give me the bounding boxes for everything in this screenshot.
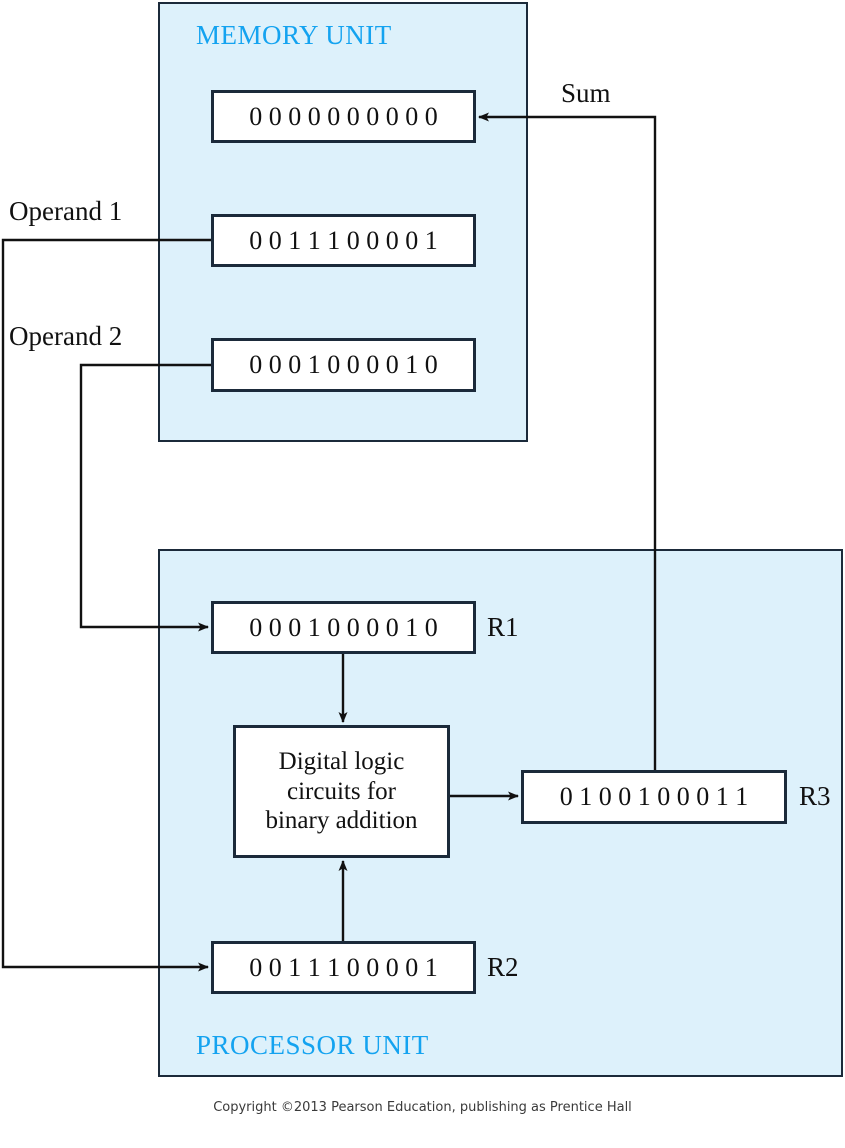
- register-r1-label: R1: [487, 612, 519, 642]
- sum-label: Sum: [561, 78, 611, 108]
- register-r1-box: 0 0 0 1 0 0 0 0 1 0: [211, 601, 476, 654]
- memory-cell-operand1: 0 0 1 1 1 0 0 0 0 1: [211, 214, 476, 267]
- register-r2-label: R2: [487, 952, 519, 982]
- logic-line-3: binary addition: [265, 807, 418, 835]
- operand1-label: Operand 1: [9, 196, 123, 226]
- logic-line-2: circuits for: [287, 777, 396, 805]
- register-r3-label: R3: [799, 781, 831, 811]
- register-r2-box: 0 0 1 1 1 0 0 0 0 1: [211, 941, 476, 994]
- copyright-notice: Copyright ©2013 Pearson Education, publi…: [213, 1100, 632, 1115]
- operand2-label: Operand 2: [9, 321, 123, 351]
- register-r3-box: 0 1 0 0 1 0 0 0 1 1: [521, 770, 787, 824]
- memory-cell-operand2: 0 0 0 1 0 0 0 0 1 0: [211, 338, 476, 392]
- memory-cell-sum: 0 0 0 0 0 0 0 0 0 0: [211, 90, 476, 143]
- digital-logic-block: Digital logic circuits for binary additi…: [233, 725, 450, 858]
- logic-line-1: Digital logic: [278, 748, 405, 776]
- memory-unit-title: MEMORY UNIT: [196, 20, 392, 50]
- processor-unit-title: PROCESSOR UNIT: [196, 1030, 429, 1060]
